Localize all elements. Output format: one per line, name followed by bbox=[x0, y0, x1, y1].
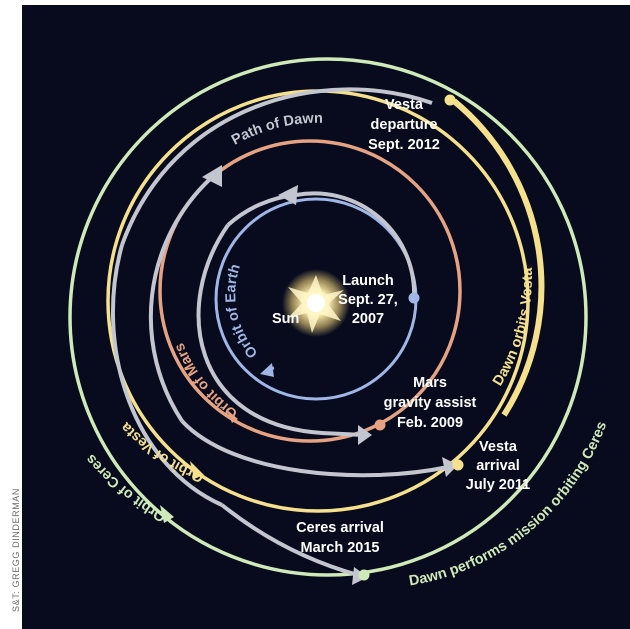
mars-orbit bbox=[158, 139, 462, 443]
dawn-path-label: Path of Dawn bbox=[229, 111, 323, 149]
svg-text:Sept. 2012: Sept. 2012 bbox=[368, 137, 440, 153]
svg-text:departure: departure bbox=[371, 117, 438, 133]
sun-core bbox=[307, 294, 325, 312]
image-credit: S&T: GREGG DINDERMAN bbox=[11, 487, 21, 612]
svg-text:arrival: arrival bbox=[476, 458, 520, 474]
earth-orbit-arrow bbox=[260, 363, 274, 377]
vesta-departure-marker bbox=[444, 94, 456, 106]
ceres-orbit-arrow bbox=[160, 505, 174, 523]
ceres-orbit bbox=[68, 57, 588, 577]
vesta-orbit-arrow bbox=[190, 461, 204, 479]
launch-marker bbox=[408, 292, 420, 304]
svg-text:March 2015: March 2015 bbox=[301, 540, 380, 556]
vesta-arrival-marker bbox=[452, 459, 464, 471]
svg-text:Launch: Launch bbox=[342, 273, 394, 289]
credit-strip: S&T: GREGG DINDERMAN bbox=[0, 0, 22, 629]
ceres-arrival-label: Ceres arrival March 2015 bbox=[296, 520, 384, 556]
vesta-arrival-label: Vesta arrival July 2011 bbox=[466, 439, 531, 493]
mars-assist-label: Mars gravity assist Feb. 2009 bbox=[384, 375, 477, 431]
svg-text:Vesta: Vesta bbox=[385, 97, 424, 113]
sun-label: Sun bbox=[272, 311, 299, 327]
svg-text:July 2011: July 2011 bbox=[466, 477, 531, 493]
ceres-orbit-label: Orbit of Ceres bbox=[83, 451, 169, 525]
svg-text:Mars: Mars bbox=[413, 375, 447, 391]
orbit-diagram: Orbit of Earth Orbit of Mars Orbit of Ve… bbox=[68, 57, 610, 589]
ceres-arrival-marker bbox=[358, 569, 370, 581]
diagram-panel: Orbit of Earth Orbit of Mars Orbit of Ve… bbox=[22, 5, 630, 629]
svg-text:2007: 2007 bbox=[352, 311, 384, 327]
svg-text:Sept. 27,: Sept. 27, bbox=[338, 292, 398, 308]
mars-assist-marker bbox=[374, 419, 386, 431]
svg-text:Vesta: Vesta bbox=[479, 439, 518, 455]
vesta-orbit-phase-arc bbox=[452, 98, 545, 417]
mars-orbit-arrow bbox=[226, 409, 238, 423]
svg-text:Feb. 2009: Feb. 2009 bbox=[397, 415, 463, 431]
vesta-orbit-label: Orbit of Vesta bbox=[117, 418, 206, 485]
svg-text:gravity assist: gravity assist bbox=[384, 395, 477, 411]
svg-text:Ceres arrival: Ceres arrival bbox=[296, 520, 384, 536]
vesta-departure-label: Vesta departure Sept. 2012 bbox=[368, 97, 440, 153]
dawn-path bbox=[110, 87, 449, 577]
launch-label: Launch Sept. 27, 2007 bbox=[338, 273, 398, 327]
